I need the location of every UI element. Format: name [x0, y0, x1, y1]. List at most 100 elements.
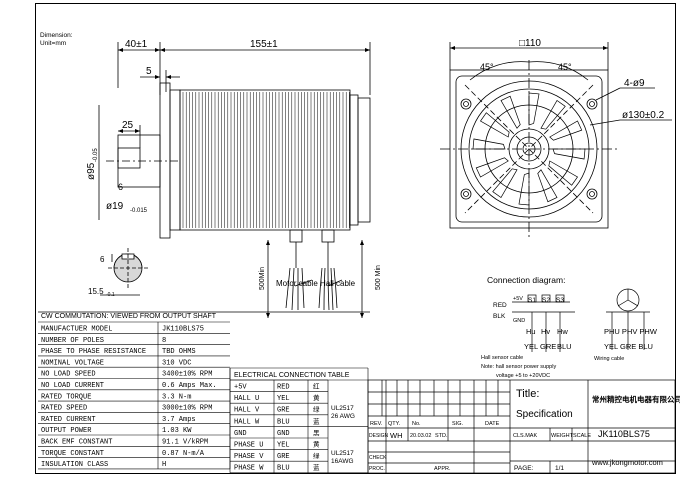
spec-key: NOMINAL VOLTAGE	[41, 359, 104, 367]
tb-page-label: PAGE:	[514, 465, 534, 472]
spec-value: H	[162, 461, 166, 469]
rotor-slot	[540, 99, 566, 130]
hall-sensor-cable-label: Hall sensor cable	[481, 355, 523, 361]
hall-cable-label: Hall cable	[320, 279, 356, 288]
dim-19-tol: -0.015	[130, 208, 148, 214]
spec-key: TORQUE CONSTANT	[41, 450, 104, 458]
conn-phases: PHU PHV PHW	[604, 327, 658, 336]
spec-value: 310 VDC	[162, 359, 191, 367]
dim-19: ø19	[106, 201, 124, 212]
heat-sink-fins	[182, 92, 350, 228]
elec-title: ELECTRICAL CONNECTION TABLE	[234, 372, 350, 379]
tb-scale: SCALE	[573, 433, 591, 439]
pitch-circle-dim: ø130±0.2	[622, 110, 665, 121]
angle-45-left: 45°	[480, 62, 494, 72]
hall-note-line1: Note: hall sensor power supply	[481, 364, 556, 370]
rotor-slot	[472, 138, 506, 150]
spec-value: 91.1 V/kRPM	[162, 439, 208, 447]
conn-gre: GRE	[540, 342, 556, 351]
dim-155: 155±1	[250, 39, 278, 50]
rotor-slot	[500, 95, 521, 129]
tb-model: JK110BLS75	[598, 429, 650, 439]
conn-hw: Hw	[557, 327, 568, 336]
dim-6: 6	[118, 182, 123, 192]
sheet-border	[35, 3, 676, 474]
tb-designer: WH	[390, 431, 403, 440]
dim-110-square: □110	[519, 38, 541, 49]
conn-yel: YEL	[524, 342, 538, 351]
dim-15-5-tol: -0.1	[106, 292, 115, 298]
title-block	[367, 379, 676, 474]
conn-red: RED	[493, 302, 507, 309]
rotor-slot	[475, 157, 509, 178]
tb-date: DATE	[485, 421, 500, 427]
dim-15-5: 15.5	[88, 287, 104, 296]
elec-color: GND	[277, 430, 290, 438]
conn-gnd: GND	[513, 318, 525, 324]
dim-95-tol: -0.05	[93, 148, 99, 162]
company-name: 常州精控电机电器有限公司	[592, 394, 680, 404]
tb-weight: WEIGHT	[551, 433, 574, 439]
spec-key: RATED CURRENT	[41, 416, 96, 424]
conn-plus5v: +5V	[513, 296, 523, 302]
conn-hu: Hu	[526, 327, 536, 336]
spec-title: CW COMMUTATION: VIEWED FROM OUTPUT SHAFT	[41, 313, 217, 320]
conn-s2: S2	[542, 297, 550, 304]
elec-signal: HALL U	[234, 395, 259, 403]
elec-color: BLU	[277, 418, 290, 426]
hall-sensor-schematic	[512, 288, 650, 352]
spec-value: 3000±10% RPM	[162, 405, 212, 413]
connection-diagram-title: Connection diagram:	[487, 275, 565, 285]
elec-color-cn: 蓝	[313, 463, 320, 472]
conn-hv: Hv	[541, 327, 550, 336]
wiring-cable-label: Wiring cable	[594, 356, 624, 362]
spec-key: NO LOAD SPEED	[41, 371, 96, 379]
elec-color-cn: 红	[313, 382, 320, 391]
tb-appr: APPR.	[434, 466, 451, 472]
tb-std: STD.	[435, 433, 448, 439]
spec-key: MANUFACTUER MODEL	[41, 326, 112, 334]
rotor-slot	[552, 148, 586, 160]
rotor-slot	[479, 112, 510, 138]
rotor-spokes	[472, 92, 586, 206]
motor-side-view	[98, 42, 371, 318]
tb-design: DESIGN	[369, 433, 389, 439]
rotor-slot	[549, 120, 583, 141]
conn-s1: S1	[528, 297, 536, 304]
conn-s3: S3	[556, 297, 564, 304]
spec-key: BACK EMF CONSTANT	[41, 439, 112, 447]
dim-25: 25	[122, 120, 134, 131]
elec-signal: GND	[234, 430, 247, 438]
dim-40: 40±1	[125, 39, 148, 50]
elec-signal: PHASE W	[234, 465, 264, 473]
dim-500min-motor: 500Min	[259, 267, 266, 290]
elec-color-cn: 蓝	[313, 416, 320, 425]
spec-value: 0.6 Amps Max.	[162, 382, 217, 390]
elec-signal: HALL V	[234, 407, 260, 415]
elec-color-cn: 绿	[313, 405, 320, 414]
spec-value: 3.3 N-m	[162, 393, 191, 401]
elec-color: GRE	[277, 407, 290, 415]
ul-2b: 16AWG	[331, 458, 354, 465]
tb-design-date: 20.03.02	[410, 433, 431, 439]
spec-key: OUTPUT POWER	[41, 427, 92, 435]
dim-6-key: 6	[100, 255, 105, 264]
spec-value: JK110BLS75	[162, 326, 204, 334]
ul-2a: UL2517	[331, 450, 354, 457]
tb-check: CHECK	[369, 455, 387, 461]
dim-95: ø95	[86, 162, 97, 180]
spec-value: 0.87 N-m/A	[162, 450, 205, 458]
elec-color-cn: 黑	[313, 429, 320, 437]
elec-color-cn: 绿	[313, 451, 320, 460]
ul-1a: UL2517	[331, 405, 354, 412]
title-spec: Specification	[516, 409, 573, 420]
spec-key: NUMBER OF POLES	[41, 337, 104, 345]
spec-key: PHASE TO PHASE RESISTANCE	[41, 348, 146, 356]
rotor-slot	[492, 168, 518, 199]
elec-signal: PHASE U	[234, 442, 263, 450]
ul-1b: 26 AWG	[331, 413, 355, 420]
elec-color-cn: 黄	[313, 440, 320, 449]
elec-color: YEL	[277, 442, 290, 450]
spec-key: NO LOAD CURRENT	[41, 382, 104, 390]
